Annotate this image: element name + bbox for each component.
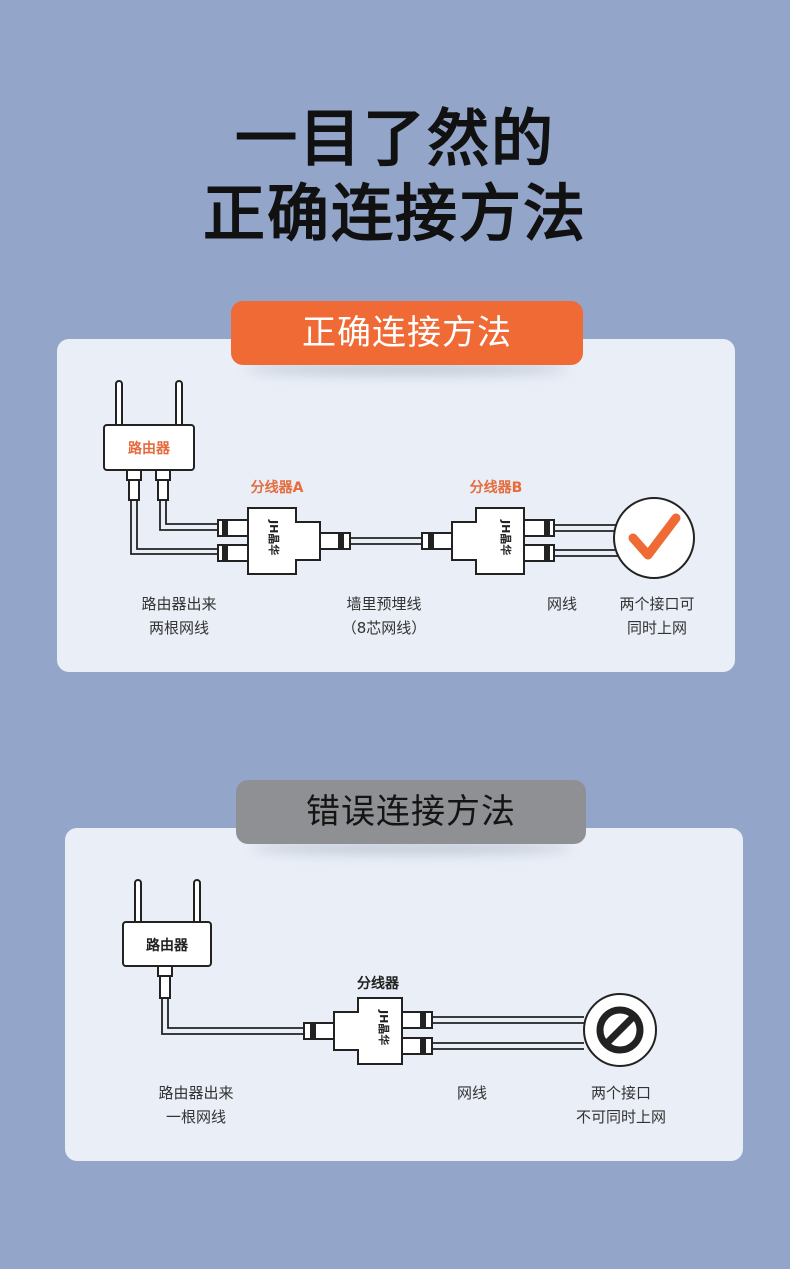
correct-title-shadow xyxy=(246,363,568,375)
caption-router-line-2: 两根网线 xyxy=(149,619,209,637)
router-plug-1-body xyxy=(128,479,140,501)
splitter-label: 分线器 xyxy=(357,975,400,992)
caption-router-line-2: 一根网线 xyxy=(166,1108,226,1126)
headline-line-2: 正确连接方法 xyxy=(202,177,587,250)
caption-result-line-2: 不可同时上网 xyxy=(576,1108,666,1126)
output-cables xyxy=(554,524,620,557)
splitter-b xyxy=(451,507,525,575)
wrong-title-shadow xyxy=(251,842,571,854)
caption-wall-line-1: 墙里预埋线 xyxy=(346,595,421,613)
splitter-brand: JH晶华 xyxy=(377,1009,391,1045)
output-cables xyxy=(432,1016,584,1050)
router-cable-1 xyxy=(130,500,220,555)
splitter-a-brand: JH晶华 xyxy=(267,519,281,555)
splitter-b-brand: JH晶华 xyxy=(499,519,513,555)
splitter-a-label: 分线器A xyxy=(251,479,304,496)
router-antenna-left xyxy=(134,879,142,929)
router-box xyxy=(103,424,195,471)
splitter xyxy=(333,997,403,1065)
caption-router-line-1: 路由器出来 xyxy=(141,595,216,613)
splitter-a xyxy=(247,507,321,575)
router-plug-2-body xyxy=(157,479,169,501)
splitter-in-plug xyxy=(303,1022,335,1040)
headline-line-1: 一目了然的 xyxy=(234,102,555,175)
caption-router-line-1: 路由器出来 xyxy=(158,1084,233,1102)
splitter-b-label: 分线器B xyxy=(470,479,523,496)
router-label: 路由器 xyxy=(146,937,189,954)
router-cable xyxy=(161,998,306,1035)
caption-result-line-1: 两个接口 xyxy=(591,1084,651,1102)
router-label: 路由器 xyxy=(128,440,171,457)
splitter-port-bottom xyxy=(401,1037,433,1055)
caption-result-line-2: 同时上网 xyxy=(627,619,687,637)
wrong-method-title: 错误连接方法 xyxy=(236,780,586,844)
correct-method-panel xyxy=(57,339,735,672)
caption-cable: 网线 xyxy=(457,1084,487,1102)
router-antenna-right xyxy=(193,879,201,929)
caption-cable: 网线 xyxy=(547,595,577,613)
correct-method-title: 正确连接方法 xyxy=(231,301,583,365)
router-plug xyxy=(157,965,173,977)
caption-result-line-1: 两个接口可 xyxy=(619,595,694,613)
splitter-port-top xyxy=(401,1011,433,1029)
router-cable-2 xyxy=(159,500,220,531)
wall-cable xyxy=(350,537,422,545)
router-plug-body xyxy=(159,975,171,999)
caption-wall-line-2: （8芯网线） xyxy=(342,619,427,637)
